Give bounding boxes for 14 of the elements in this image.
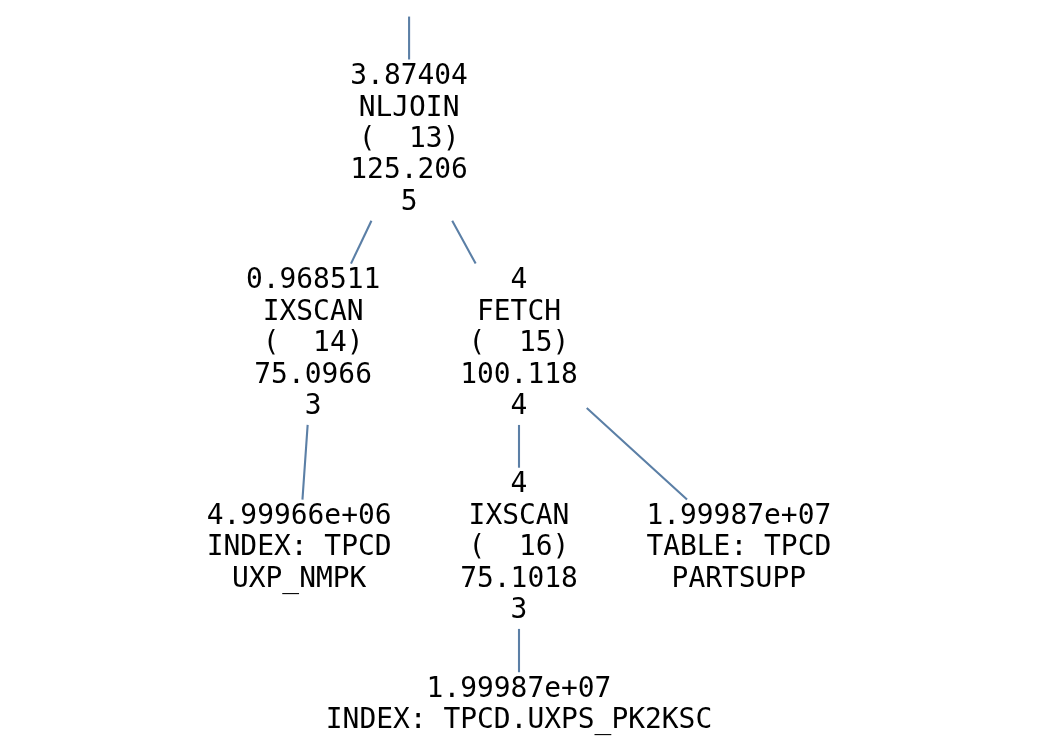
- connector: [407, 16, 410, 60]
- node-text: 4.99966e+06 INDEX: TPCD UXP_NMPK: [206, 497, 392, 594]
- connector: [585, 407, 688, 501]
- node-text: 1.99987e+07 TABLE: TPCD PARTSUPP: [645, 497, 831, 594]
- connector: [517, 424, 520, 468]
- node-text: 4 IXSCAN ( 16) 75.1018 3: [459, 466, 578, 626]
- node-text: 1.99987e+07 INDEX: TPCD.UXPS_PK2KSC: [325, 670, 712, 735]
- connector: [349, 220, 372, 265]
- node-text: 3.87404 NLJOIN ( 13) 125.206 5: [349, 58, 468, 217]
- connector: [517, 628, 520, 673]
- node-text: 0.968511 IXSCAN ( 14) 75.0966 3: [245, 262, 380, 421]
- node-text: 4 FETCH ( 15) 100.118 4: [459, 262, 578, 421]
- connector: [450, 220, 477, 265]
- connector: [300, 424, 309, 500]
